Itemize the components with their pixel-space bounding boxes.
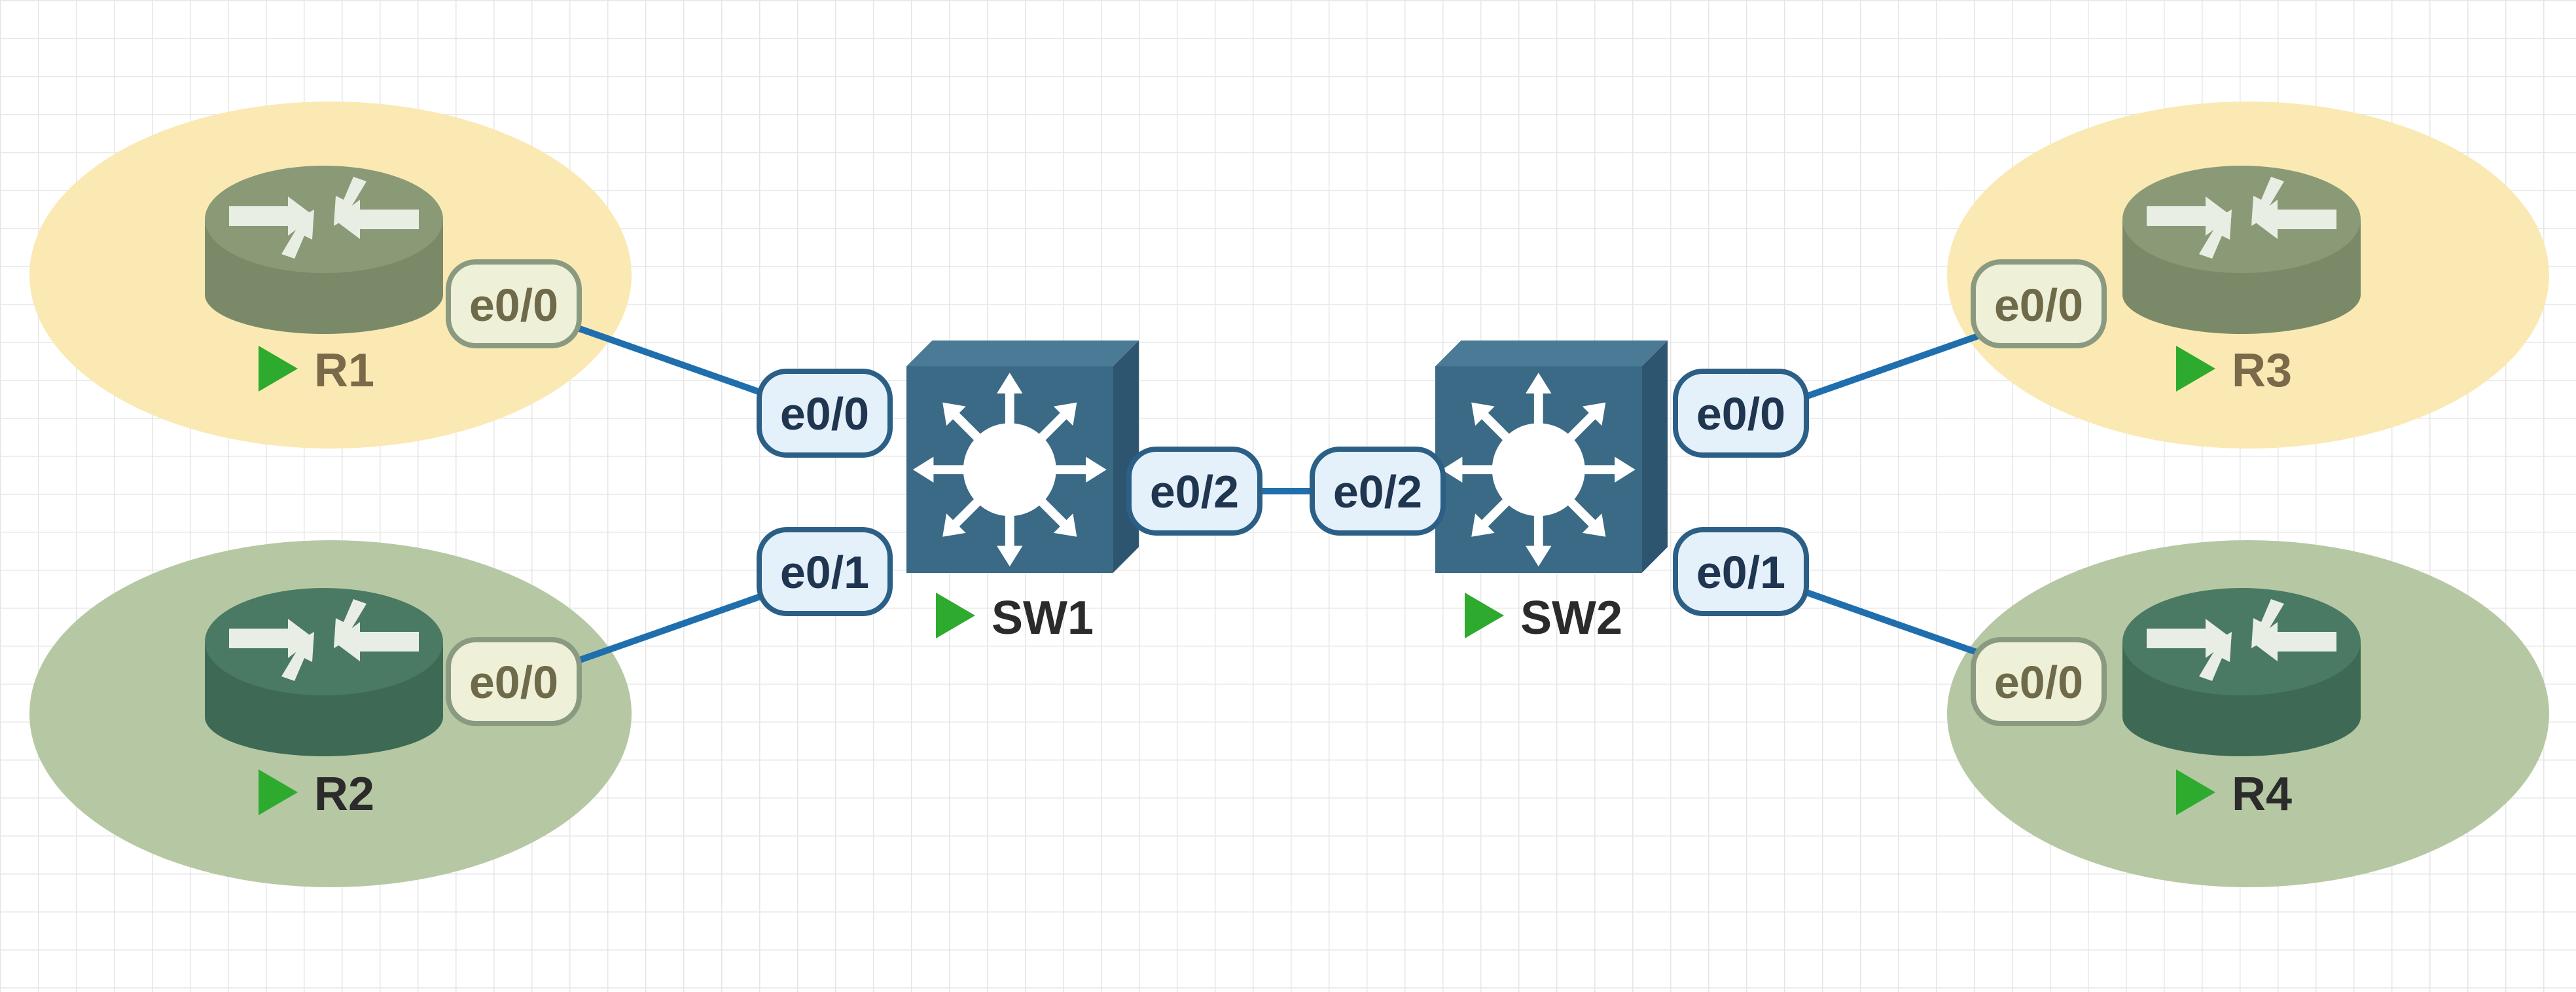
- router-r3[interactable]: [2122, 166, 2361, 334]
- node-label-sw1: SW1: [936, 592, 1094, 644]
- play-icon: [259, 769, 298, 815]
- port-label: e0/0: [780, 388, 869, 439]
- port-r2-e0-0[interactable]: e0/0: [446, 637, 582, 726]
- node-name: R4: [2232, 768, 2292, 820]
- play-icon: [936, 593, 975, 638]
- port-r4-e0-0[interactable]: e0/0: [1971, 637, 2107, 726]
- node-label-r3: R3: [2176, 344, 2292, 397]
- port-sw1-e0-0[interactable]: e0/0: [757, 369, 893, 458]
- port-sw2-e0-0[interactable]: e0/0: [1673, 369, 1809, 458]
- port-sw2-e0-2[interactable]: e0/2: [1310, 447, 1446, 536]
- port-sw1-e0-1[interactable]: e0/1: [757, 527, 893, 616]
- port-sw2-e0-1[interactable]: e0/1: [1673, 527, 1809, 616]
- node-name: SW1: [992, 592, 1094, 644]
- router-r2[interactable]: [205, 588, 443, 756]
- port-label: e0/1: [1696, 547, 1785, 598]
- router-r4[interactable]: [2122, 588, 2361, 756]
- port-label: e0/0: [1696, 388, 1785, 439]
- port-label: e0/0: [1994, 657, 2083, 708]
- port-label: e0/0: [469, 657, 558, 708]
- router-icon: [2122, 166, 2361, 334]
- node-label-r2: R2: [259, 768, 374, 820]
- port-label: e0/0: [1994, 280, 2083, 331]
- node-name: SW2: [1520, 592, 1622, 644]
- node-label-sw2: SW2: [1465, 592, 1622, 644]
- switch-sw1[interactable]: [906, 340, 1139, 573]
- node-label-r4: R4: [2176, 768, 2292, 820]
- layer3-switch-icon: [1435, 340, 1668, 573]
- play-icon: [2176, 769, 2215, 815]
- layer3-switch-icon: [906, 340, 1139, 573]
- node-name: R1: [314, 344, 374, 397]
- port-sw1-e0-2[interactable]: e0/2: [1126, 447, 1262, 536]
- router-r1[interactable]: [205, 166, 443, 334]
- play-icon: [259, 346, 298, 392]
- port-label: e0/1: [780, 547, 869, 598]
- port-label: e0/2: [1150, 466, 1239, 517]
- node-name: R2: [314, 768, 374, 820]
- router-icon: [205, 166, 443, 334]
- port-label: e0/2: [1333, 466, 1422, 517]
- play-icon: [2176, 346, 2215, 392]
- router-icon: [205, 588, 443, 756]
- port-r3-e0-0[interactable]: e0/0: [1971, 259, 2107, 348]
- node-label-r1: R1: [259, 344, 374, 397]
- router-icon: [2122, 588, 2361, 756]
- port-r1-e0-0[interactable]: e0/0: [446, 259, 582, 348]
- port-label: e0/0: [469, 280, 558, 331]
- switch-sw2[interactable]: [1435, 340, 1668, 573]
- node-name: R3: [2232, 344, 2292, 397]
- play-icon: [1465, 593, 1504, 638]
